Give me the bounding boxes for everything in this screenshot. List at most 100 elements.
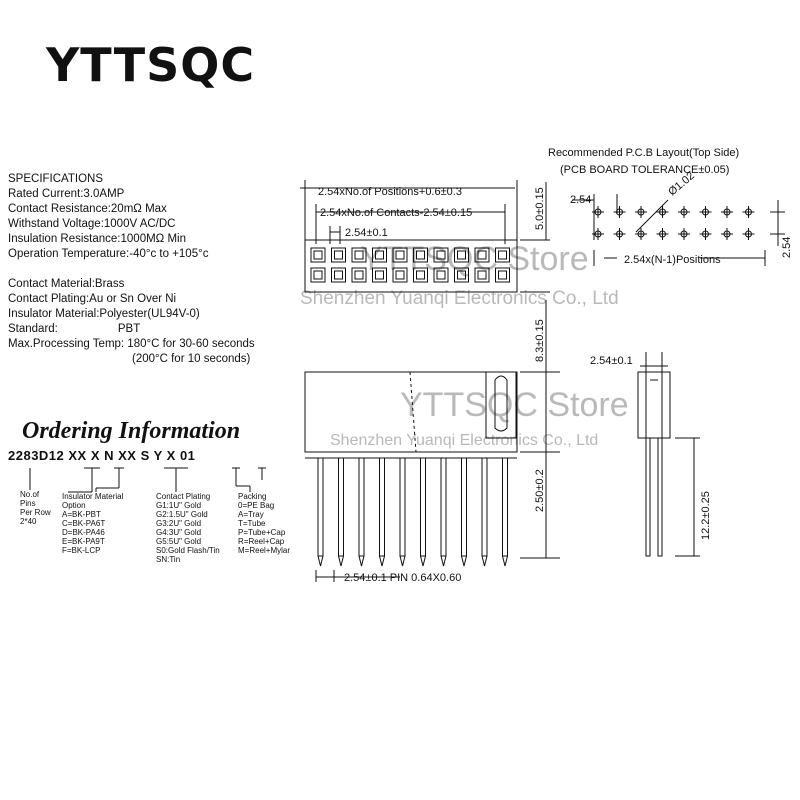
contact-square [413, 247, 428, 263]
contact-square-inner [334, 250, 343, 260]
option-line: Insulator Material [62, 492, 124, 501]
contact-square [433, 247, 449, 263]
option-line: E=BK-PA9T [62, 537, 105, 546]
contact-square-inner [416, 270, 425, 280]
spec-standard-label: Standard: [8, 323, 58, 335]
pcb-layout [572, 194, 785, 266]
contact-square-inner [313, 250, 323, 260]
brand-logo: YTTSQC [46, 38, 256, 92]
contact-square-inner [395, 270, 405, 280]
pin-tip [440, 555, 447, 567]
spec-contact-material: Contact Material:Brass [8, 278, 125, 290]
option-line: C=BK-PA6T [62, 519, 106, 528]
spec-heading: SPECIFICATIONS [8, 173, 103, 185]
contact-square [331, 247, 346, 263]
option-line: A=Tray [238, 510, 264, 519]
pin-tip [358, 555, 365, 567]
pin [399, 457, 406, 557]
contact-square-inner [498, 270, 507, 280]
spec-contact-resistance: Contact Resistance:20mΩ Max [8, 203, 167, 215]
dim-pin: 2.54±0.1 PIN 0.64X0.60 [344, 572, 461, 584]
pin-tip [461, 555, 467, 567]
dim-positions: 2.54xNo.of Positions+0.6±0.3 [318, 186, 462, 198]
option-line: SN:Tin [156, 555, 181, 564]
pin [379, 457, 385, 557]
pcb-title: Recommended P.C.B Layout(Top Side) [548, 147, 739, 159]
option-line: D=BK-PA46 [62, 528, 105, 537]
contact-square [331, 267, 346, 283]
pcb-holes [592, 206, 755, 240]
specifications: SPECIFICATIONS Rated Current:3.0AMP Cont… [8, 172, 255, 367]
contact-square [372, 247, 387, 263]
contact-square [495, 247, 510, 263]
option-line: G2:1.5U" Gold [156, 510, 208, 519]
contact-square [392, 247, 408, 263]
option-line: Per Row [20, 508, 51, 517]
pin-tip [338, 555, 344, 567]
contact-square-inner [334, 270, 343, 280]
option-line: P=Tube+Cap [238, 528, 286, 537]
pin [481, 457, 488, 557]
pcb-positions: 2.54x(N-1)Positions [624, 254, 721, 266]
pin [440, 457, 447, 557]
pin [338, 457, 344, 557]
option-line: Packing [238, 492, 267, 501]
option-line: A=BK-PBT [62, 510, 101, 519]
contact-square-inner [375, 250, 384, 260]
pin-tip [399, 555, 406, 567]
pin [358, 457, 365, 557]
spec-operation-temperature: Operation Temperature:-40°c to +105°c [8, 248, 209, 260]
option-line: Option [62, 501, 86, 510]
dim-tail-width: 2.50±0.2 [534, 469, 546, 512]
front-view-pins [317, 457, 508, 567]
spec-contact-plating: Contact Plating:Au or Sn Over Ni [8, 293, 177, 305]
contact-square [474, 247, 490, 263]
option-line: M=Reel+Mylar [238, 546, 291, 555]
contact-square [433, 267, 449, 283]
dim-pitch-top: 2.54±0.1 [345, 227, 388, 239]
option-line: T=Tube [238, 519, 266, 528]
contact-square-inner [416, 250, 425, 260]
option-line: S0:Gold Flash/Tin [156, 546, 220, 555]
contact-square [495, 267, 510, 283]
contact-square [413, 267, 428, 283]
pin [317, 457, 324, 557]
top-view-outline [300, 180, 560, 559]
contact-square-inner [436, 270, 446, 280]
contact-square [351, 247, 367, 263]
contact-square-inner [477, 270, 487, 280]
pcb-pitch-h: 2.54 [570, 194, 591, 206]
option-line: 0=PE Bag [238, 501, 275, 510]
spec-standard-value: PBT [117, 323, 141, 335]
option-line: G4:3U" Gold [156, 528, 202, 537]
dim-tail-length: 12.2±0.25 [700, 491, 712, 540]
contact-square [454, 267, 469, 283]
option-line: Pins [20, 499, 36, 508]
spec-insulation-resistance: Insulation Resistance:1000MΩ Min [8, 233, 186, 245]
option-line: R=Reel+Cap [238, 537, 285, 546]
option-line: G3:2U" Gold [156, 519, 202, 528]
dim-body-height: 8.3±0.15 [534, 319, 546, 362]
ordering-title: Ordering Information [22, 418, 241, 444]
pcb-pitch-v: 2.54 [781, 237, 793, 258]
contact-square [454, 247, 469, 263]
option-line: 2*40 [20, 517, 37, 526]
contact-square [310, 267, 326, 283]
side-view-outline [637, 352, 700, 557]
pin-tip [317, 555, 324, 567]
contact-square [372, 267, 387, 283]
option-line: No.of [20, 490, 40, 499]
dim-contacts: 2.54xNo.of Contacts-2.54±0.15 [320, 207, 472, 219]
contact-square-inner [457, 250, 466, 260]
option-line: G5:5U" Gold [156, 537, 202, 546]
pin-tip [420, 555, 426, 567]
front-view-outline [304, 371, 518, 582]
spec-max-processing: Max.Processing Temp: 180°C for 30-60 sec… [8, 338, 255, 350]
pin [502, 457, 508, 557]
contact-square-inner [395, 250, 405, 260]
contact-square [310, 247, 326, 263]
contact-square-inner [457, 270, 466, 280]
contact-square-inner [477, 250, 487, 260]
contact-square [392, 267, 408, 283]
